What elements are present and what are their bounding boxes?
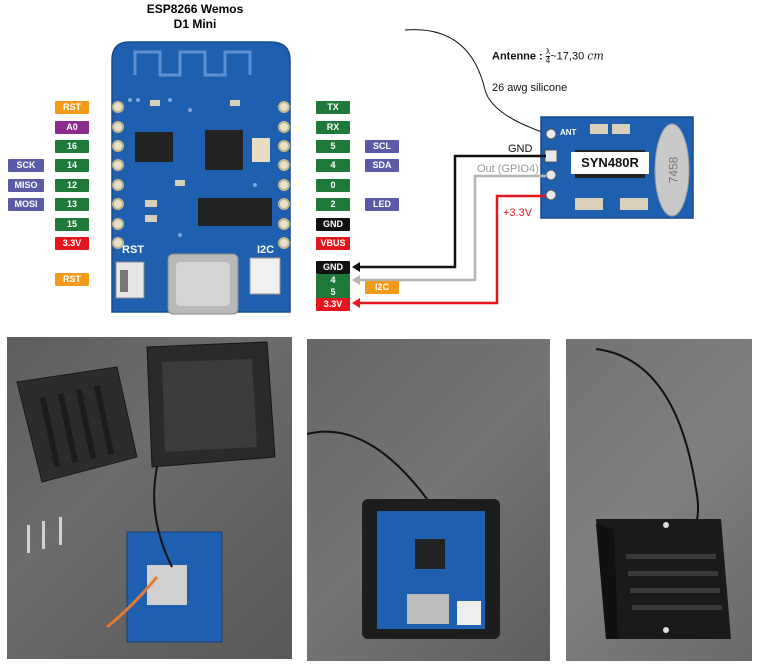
module-ant-silk: ANT [560,128,576,137]
chip-left [135,132,173,162]
pin-led: LED [365,198,399,211]
module-chip-text: 7458 [666,157,680,184]
antenna-annotation: Antenne : λ4~17,30 cm [492,48,604,65]
pin-13: 13 [55,198,89,211]
i2c-connector-body [250,258,280,294]
left-pin-hole-5 [113,199,123,209]
pin-rx: RX [316,121,350,134]
crystal [252,138,270,162]
pin-3v3-left: 3.3V [55,237,89,250]
wemos-board [112,42,290,314]
pin-15: 15 [55,218,89,231]
photo-board-in-enclosure [307,339,550,661]
pin-12: 12 [55,179,89,192]
pin-gnd: GND [316,218,350,231]
right-pin-hole-1 [279,122,289,132]
photo-closed-enclosure [566,339,752,661]
chip-esp [205,130,243,170]
photo-open-enclosure [7,337,292,659]
right-pin-hole-6 [279,219,289,229]
right-pin-hole-4 [279,180,289,190]
pin-sda: SDA [365,159,399,172]
wire-label-vcc: +3.3V [503,207,532,219]
i2c-tag: I2C [365,281,399,294]
antenna-label: Antenne [492,50,536,62]
left-pin-hole-0 [113,102,123,112]
chip-bottom [198,198,272,226]
board-rst-silk: RST [122,244,144,256]
right-pin-hole-7 [279,238,289,248]
right-pin-hole-5 [279,199,289,209]
pin-0: 0 [316,179,350,192]
antenna-wire-label: 26 awg silicone [492,82,567,94]
pin-miso: MISO [8,179,44,192]
wire-label-gnd: GND [508,143,532,155]
pin-4: 4 [316,159,350,172]
antenna-formula-value: ~17,30 [550,50,584,62]
pin-a0: A0 [55,121,89,134]
left-pin-hole-4 [113,180,123,190]
left-pin-hole-2 [113,141,123,151]
pin-sck: SCK [8,159,44,172]
pin-mosi: MOSI [8,198,44,211]
i2c-pin-gnd: GND [316,261,350,274]
pin-16: 16 [55,140,89,153]
pin-14: 14 [55,159,89,172]
antenna-unit: cm [587,49,604,62]
pin-scl: SCL [365,140,399,153]
pin-vbus: VBUS [316,237,350,250]
module-name: SYN480R [571,152,649,174]
pin-2: 2 [316,198,350,211]
pin-5: 5 [316,140,350,153]
pin-tx: TX [316,101,350,114]
board-i2c-silk: I2C [257,244,274,256]
i2c-pin-3v3: 3.3V [316,298,350,311]
left-pin-hole-1 [113,122,123,132]
pin-rst-bottom: RST [55,273,89,286]
pin-rst: RST [55,101,89,114]
left-pin-hole-6 [113,219,123,229]
right-pin-hole-2 [279,141,289,151]
right-pin-hole-0 [279,102,289,112]
left-pin-hole-3 [113,160,123,170]
right-pin-hole-3 [279,160,289,170]
wire-label-out: Out (GPIO4) [477,163,539,175]
out-gpio4-wire [355,176,546,280]
